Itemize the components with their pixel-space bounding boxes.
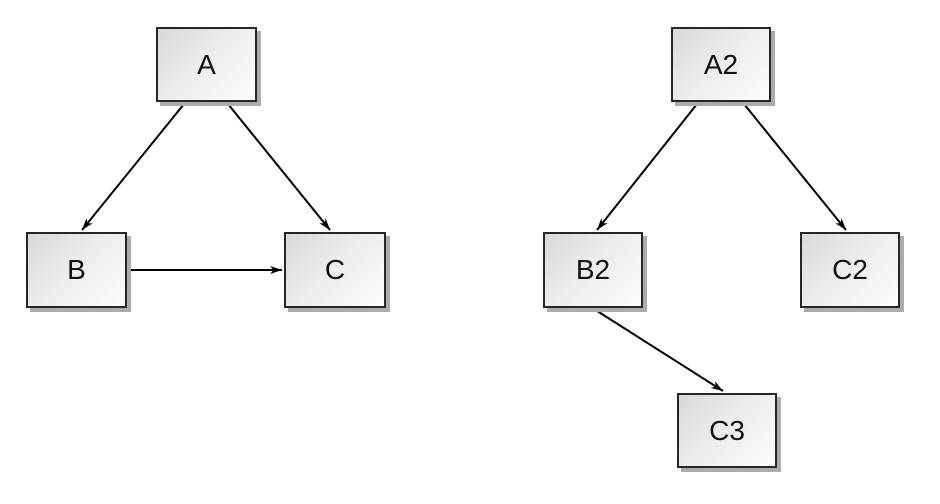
edge-b2-c3 bbox=[593, 308, 724, 392]
node-a2-label: A2 bbox=[703, 48, 739, 80]
node-c3-label: C3 bbox=[709, 414, 745, 446]
node-a-label: A bbox=[197, 48, 216, 80]
node-c2: C2 bbox=[800, 232, 900, 308]
edge-group bbox=[81, 103, 847, 392]
node-c2-label: C2 bbox=[832, 254, 868, 285]
node-b-label: B bbox=[67, 254, 86, 285]
node-b: B bbox=[26, 232, 127, 308]
node-a2: A2 bbox=[671, 27, 771, 102]
node-b2: B2 bbox=[543, 232, 643, 308]
node-a: A bbox=[156, 27, 257, 102]
node-b2-label: B2 bbox=[575, 254, 611, 285]
edge-a2-c2 bbox=[743, 103, 847, 231]
node-c: C bbox=[284, 232, 386, 308]
edge-a-c bbox=[227, 103, 331, 231]
node-c3: C3 bbox=[677, 393, 777, 468]
node-c-label: C bbox=[324, 254, 346, 285]
edge-a2-b2 bbox=[596, 103, 698, 231]
edge-a-b bbox=[81, 103, 185, 231]
